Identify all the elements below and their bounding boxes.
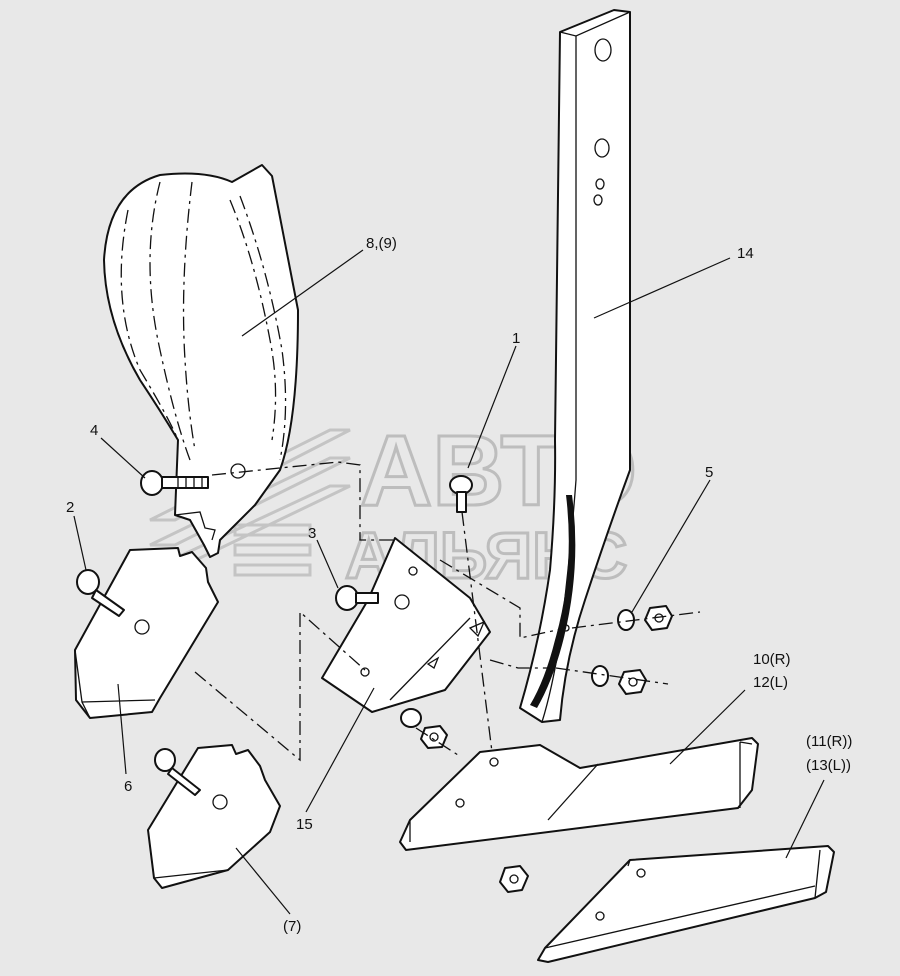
callout-15: 15 [296, 816, 313, 833]
washer-nut-part-5-upper [617, 605, 673, 631]
callout-labels: 8,(9) 14 1 4 2 3 5 6 15 (7) 10(R) 12(L) … [66, 235, 852, 935]
assembly-lines [194, 461, 701, 867]
washer-nut-bracket [400, 708, 448, 749]
callout-11-r: (11(R)) [806, 733, 852, 750]
callout-3: 3 [308, 525, 316, 542]
callout-14: 14 [737, 245, 754, 262]
callout-4: 4 [90, 422, 98, 439]
nut-share [499, 865, 529, 893]
bolt-part-3 [335, 585, 410, 611]
callout-5: 5 [705, 464, 713, 481]
moldboard-part-8 [103, 164, 299, 558]
leader-lines [73, 249, 825, 915]
callout-13-l: (13(L)) [806, 757, 851, 774]
callout-10-r: 10(R) [753, 651, 791, 668]
bolt-part-1 [449, 475, 473, 513]
callout-12-l: 12(L) [753, 674, 788, 691]
shank-part-14 [519, 9, 631, 723]
share-part-10 [399, 737, 759, 851]
washer-nut-part-5-lower [591, 665, 647, 695]
bolt-part-7-fastener [154, 748, 228, 810]
callout-1: 1 [512, 330, 520, 347]
callout-2: 2 [66, 499, 74, 516]
share-part-11 [537, 845, 835, 963]
callout-6: 6 [124, 778, 132, 795]
bolt-part-2 [76, 569, 150, 635]
callout-8-9: 8,(9) [366, 235, 397, 252]
callout-7: (7) [283, 918, 301, 935]
